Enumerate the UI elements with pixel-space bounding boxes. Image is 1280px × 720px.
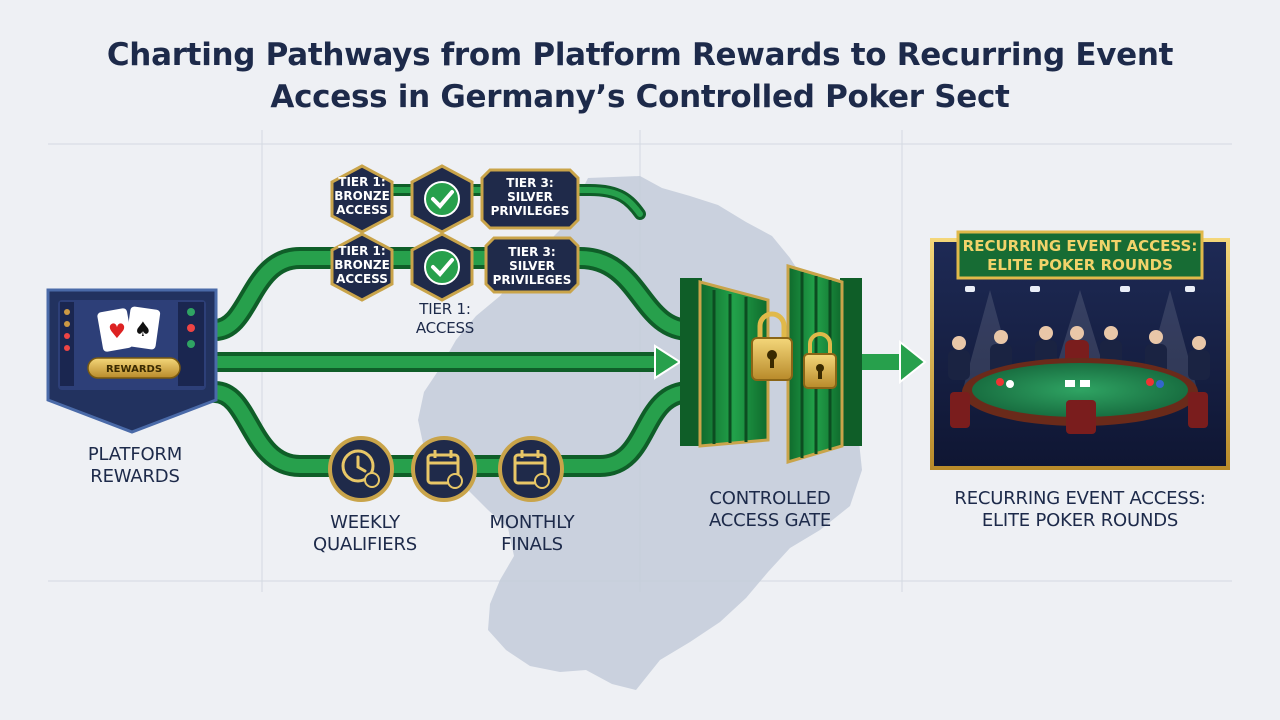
rewards-badge-text: REWARDS: [106, 364, 162, 375]
tier1b-line1: TIER 1:: [338, 244, 385, 258]
event-panel: RECURRING EVENT ACCESS: ELITE POKER ROUN…: [930, 230, 1230, 470]
svg-text:♠: ♠: [134, 317, 152, 341]
event-banner: [956, 230, 1204, 280]
check-icon: [410, 164, 474, 234]
tier3b-line3: PRIVILEGES: [493, 273, 572, 287]
tier1-access-label: TIER 1: ACCESS: [415, 300, 475, 337]
event-banner-line2: ELITE POKER ROUNDS: [987, 256, 1173, 274]
padlock-icon: [751, 311, 793, 381]
title-line-2: Access in Germany’s Controlled Poker Sec…: [270, 79, 1010, 115]
diagram-title: Charting Pathways from Platform Rewards …: [0, 34, 1280, 118]
check-icon: [410, 232, 474, 302]
controlled-access-gate: [680, 263, 862, 465]
platform-rewards-label: PLATFORM REWARDS: [87, 444, 183, 487]
arrow-to-event: [855, 339, 927, 385]
pathways: [204, 184, 701, 477]
event-banner-line1: RECURRING EVENT ACCESS:: [963, 237, 1198, 255]
recurring-event-label: RECURRING EVENT ACCESS: ELITE POKER ROUN…: [954, 488, 1206, 531]
tier1b-line3: ACCESS: [336, 272, 388, 286]
tier1-bronze-hex: TIER 1: BRONZE ACCESS: [330, 164, 394, 234]
calendar-icon: [411, 436, 477, 502]
tier3-silver-hex-2: TIER 3: SILVER PRIVILEGES: [484, 236, 580, 294]
tier3b-line1: TIER 3:: [508, 245, 555, 259]
poker-chips: [996, 378, 1164, 388]
tier-row-top: TIER 1: BRONZE ACCESS TIER 3: SILVER PRI…: [330, 164, 580, 234]
padlock-icon: [803, 332, 837, 389]
tier1-line1: TIER 1:: [338, 175, 385, 189]
title-line-1: Charting Pathways from Platform Rewards …: [106, 37, 1174, 73]
weekly-qualifiers-label: WEEKLY QUALIFIERS: [313, 512, 417, 555]
controlled-access-gate-label: CONTROLLED ACCESS GATE: [708, 488, 832, 531]
svg-text:♥: ♥: [108, 319, 126, 343]
qualifier-icons: [328, 436, 564, 502]
tier1-bronze-hex-2: TIER 1: BRONZE ACCESS: [330, 232, 394, 302]
platform-rewards-device: ♥ ♠ REWARDS: [46, 288, 218, 434]
monthly-finals-label: MONTHLY FINALS: [489, 512, 575, 555]
tier1-line3: ACCESS: [336, 203, 388, 217]
arrow-right-icon: [899, 339, 927, 385]
clock-icon: [328, 436, 394, 502]
calendar-icon: [498, 436, 564, 502]
tier1-line2: BRONZE: [334, 189, 390, 203]
heart-card-icon: ♥: [97, 308, 133, 352]
tier3-line2: SILVER: [507, 190, 553, 204]
arrow-right-icon: [654, 344, 682, 380]
tier3-line3: PRIVILEGES: [491, 204, 570, 218]
spade-card-icon: ♠: [125, 306, 161, 350]
tier-row-path: TIER 1: BRONZE ACCESS TIER 3: SILVER PRI…: [330, 232, 580, 302]
rewards-badge: [87, 357, 181, 379]
tier3-line1: TIER 3:: [506, 176, 553, 190]
chairs: [950, 392, 1208, 434]
tier1b-line2: BRONZE: [334, 258, 390, 272]
gate-left-door: [698, 280, 770, 448]
tier3-silver-hex: TIER 3: SILVER PRIVILEGES: [480, 168, 580, 230]
tier3b-line2: SILVER: [509, 259, 555, 273]
